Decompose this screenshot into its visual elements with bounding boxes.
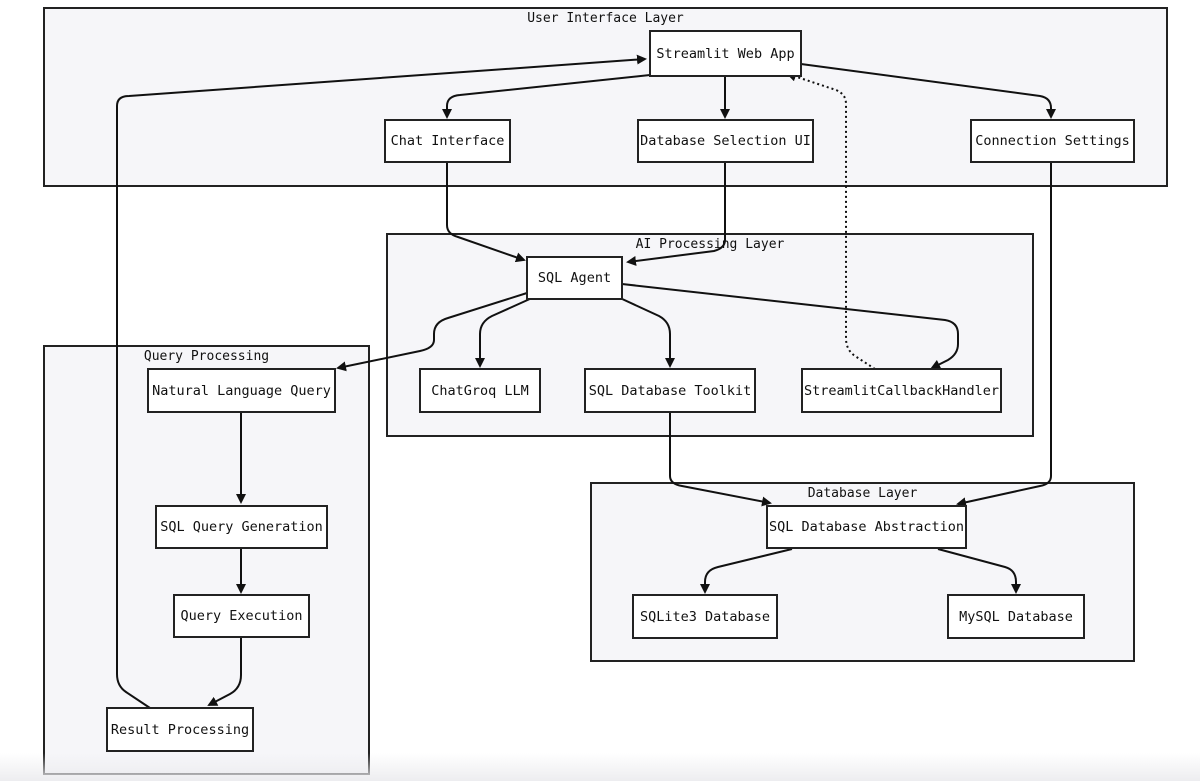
group-title: Database Layer (807, 486, 918, 501)
node-streamlit-callback-handler: StreamlitCallbackHandler (801, 368, 1002, 413)
node-connection-settings: Connection Settings (970, 119, 1135, 163)
node-chatgroq-llm: ChatGroq LLM (419, 368, 541, 413)
node-sqlite3-database: SQLite3 Database (632, 594, 778, 639)
node-sql-query-generation: SQL Query Generation (155, 505, 328, 549)
node-mysql-database: MySQL Database (947, 594, 1085, 639)
group-title: Query Processing (143, 349, 270, 364)
node-sql-database-toolkit: SQL Database Toolkit (584, 368, 756, 413)
node-query-execution: Query Execution (173, 594, 310, 638)
node-natural-language-query: Natural Language Query (147, 368, 336, 413)
group-title: User Interface Layer (527, 11, 684, 26)
node-database-selection-ui: Database Selection UI (637, 119, 814, 163)
group-title: AI Processing Layer (635, 237, 785, 252)
node-streamlit-web-app: Streamlit Web App (649, 30, 802, 77)
node-sql-agent: SQL Agent (526, 256, 623, 300)
node-result-processing: Result Processing (106, 707, 254, 752)
node-sql-database-abstraction: SQL Database Abstraction (766, 505, 967, 549)
node-chat-interface: Chat Interface (384, 119, 511, 163)
